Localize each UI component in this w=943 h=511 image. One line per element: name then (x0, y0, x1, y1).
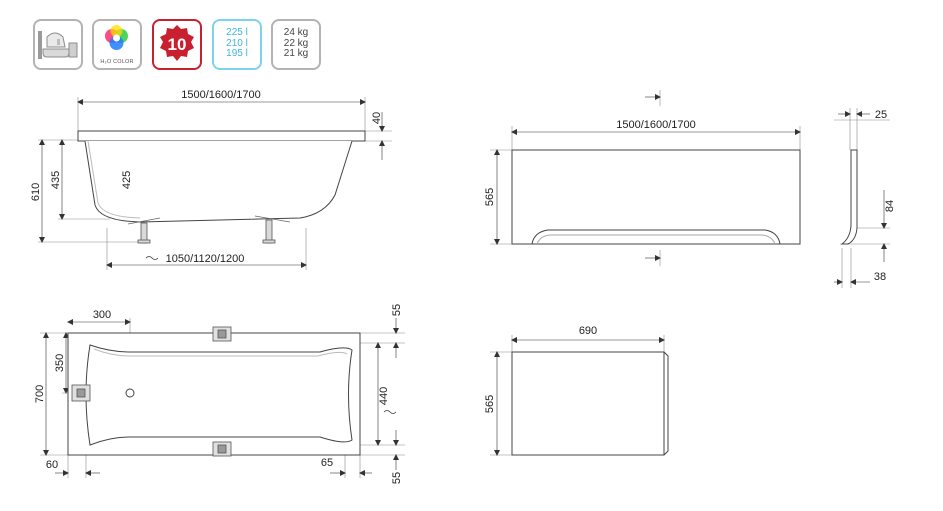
color-wheel-icon (105, 25, 128, 50)
weight-1: 24 kg (283, 27, 309, 38)
half-width-label: 350 (54, 354, 66, 372)
warranty-badge: 10 (152, 19, 202, 70)
seal-icon: 10 (160, 25, 194, 61)
leg-span-label: 1050/1120/1200 (166, 253, 245, 265)
total-height-label: 610 (30, 183, 42, 201)
bathtub-set-icon (33, 19, 83, 70)
rim-height-label: 40 (371, 112, 383, 124)
inner-depth-label: 425 (121, 171, 133, 189)
volume-3: 195 l (226, 48, 248, 59)
h2o-color-badge: H₂O COLOR (92, 19, 142, 70)
panel-foot-depth-label: 38 (874, 271, 886, 283)
side-panel-height-label: 565 (484, 395, 496, 413)
volume-1: 225 l (226, 27, 248, 38)
h2o-color-label: H₂O COLOR (100, 59, 134, 65)
panel-height-label: 565 (484, 188, 496, 206)
panel-thickness-label: 25 (875, 109, 887, 121)
panel-foot-height-label: 84 (884, 200, 896, 212)
end-left-label: 60 (46, 459, 58, 471)
tub-width-label: 700 (34, 385, 46, 403)
weight-2: 22 kg (283, 37, 309, 49)
volume-2: 210 l (226, 37, 248, 49)
top-offset-label: 300 (93, 309, 111, 321)
weight-badge: 24 kg 22 kg 21 kg (271, 19, 321, 70)
inner-width-label: 440 (378, 387, 390, 405)
end-right-label: 65 (321, 457, 333, 469)
warranty-years: 10 (168, 35, 187, 54)
rim-top-label: 55 (391, 304, 403, 316)
rim-bottom-label: 55 (391, 472, 403, 484)
weight-3: 21 kg (283, 48, 309, 59)
side-length-label: 1500/1600/1700 (181, 89, 261, 101)
side-panel-width-label: 690 (579, 325, 597, 337)
outer-depth-label: 435 (50, 171, 62, 189)
panel-length-label: 1500/1600/1700 (616, 119, 696, 131)
volume-badge: 225 l 210 l 195 l (212, 19, 262, 70)
